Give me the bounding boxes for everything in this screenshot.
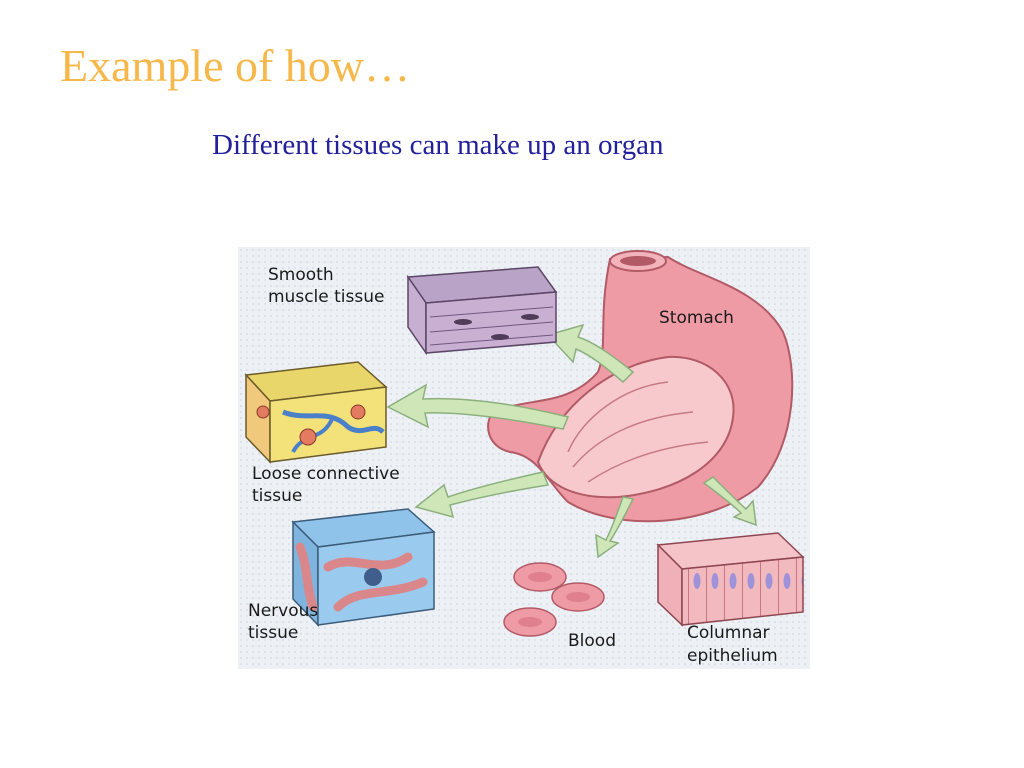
label-loose-connective-line1: Loose connective <box>252 464 400 484</box>
tissue-arrows <box>386 323 757 559</box>
loose-connective-tissue-block <box>244 361 388 464</box>
label-smooth-muscle-line2: muscle tissue <box>268 287 384 307</box>
label-columnar-line2: epithelium <box>687 646 778 666</box>
label-stomach: Stomach <box>659 308 734 328</box>
label-columnar-line1: Columnar <box>687 623 770 643</box>
stomach-tissue-diagram: Smooth muscle tissue Stomach Loose conne… <box>238 247 810 669</box>
slide-subtitle: Different tissues can make up an organ <box>212 129 664 161</box>
label-nervous-line2: tissue <box>248 623 298 643</box>
label-smooth-muscle-line1: Smooth <box>268 265 334 285</box>
smooth-muscle-tissue-block <box>406 266 558 356</box>
columnar-epithelium-block <box>656 532 805 627</box>
label-loose-connective-line2: tissue <box>252 486 302 506</box>
stomach-organ <box>487 250 794 523</box>
label-nervous-line1: Nervous <box>248 601 318 621</box>
slide-title: Example of how… <box>60 40 411 91</box>
blood-cells <box>503 562 605 637</box>
nervous-tissue-block <box>291 508 436 627</box>
label-blood: Blood <box>568 631 616 651</box>
